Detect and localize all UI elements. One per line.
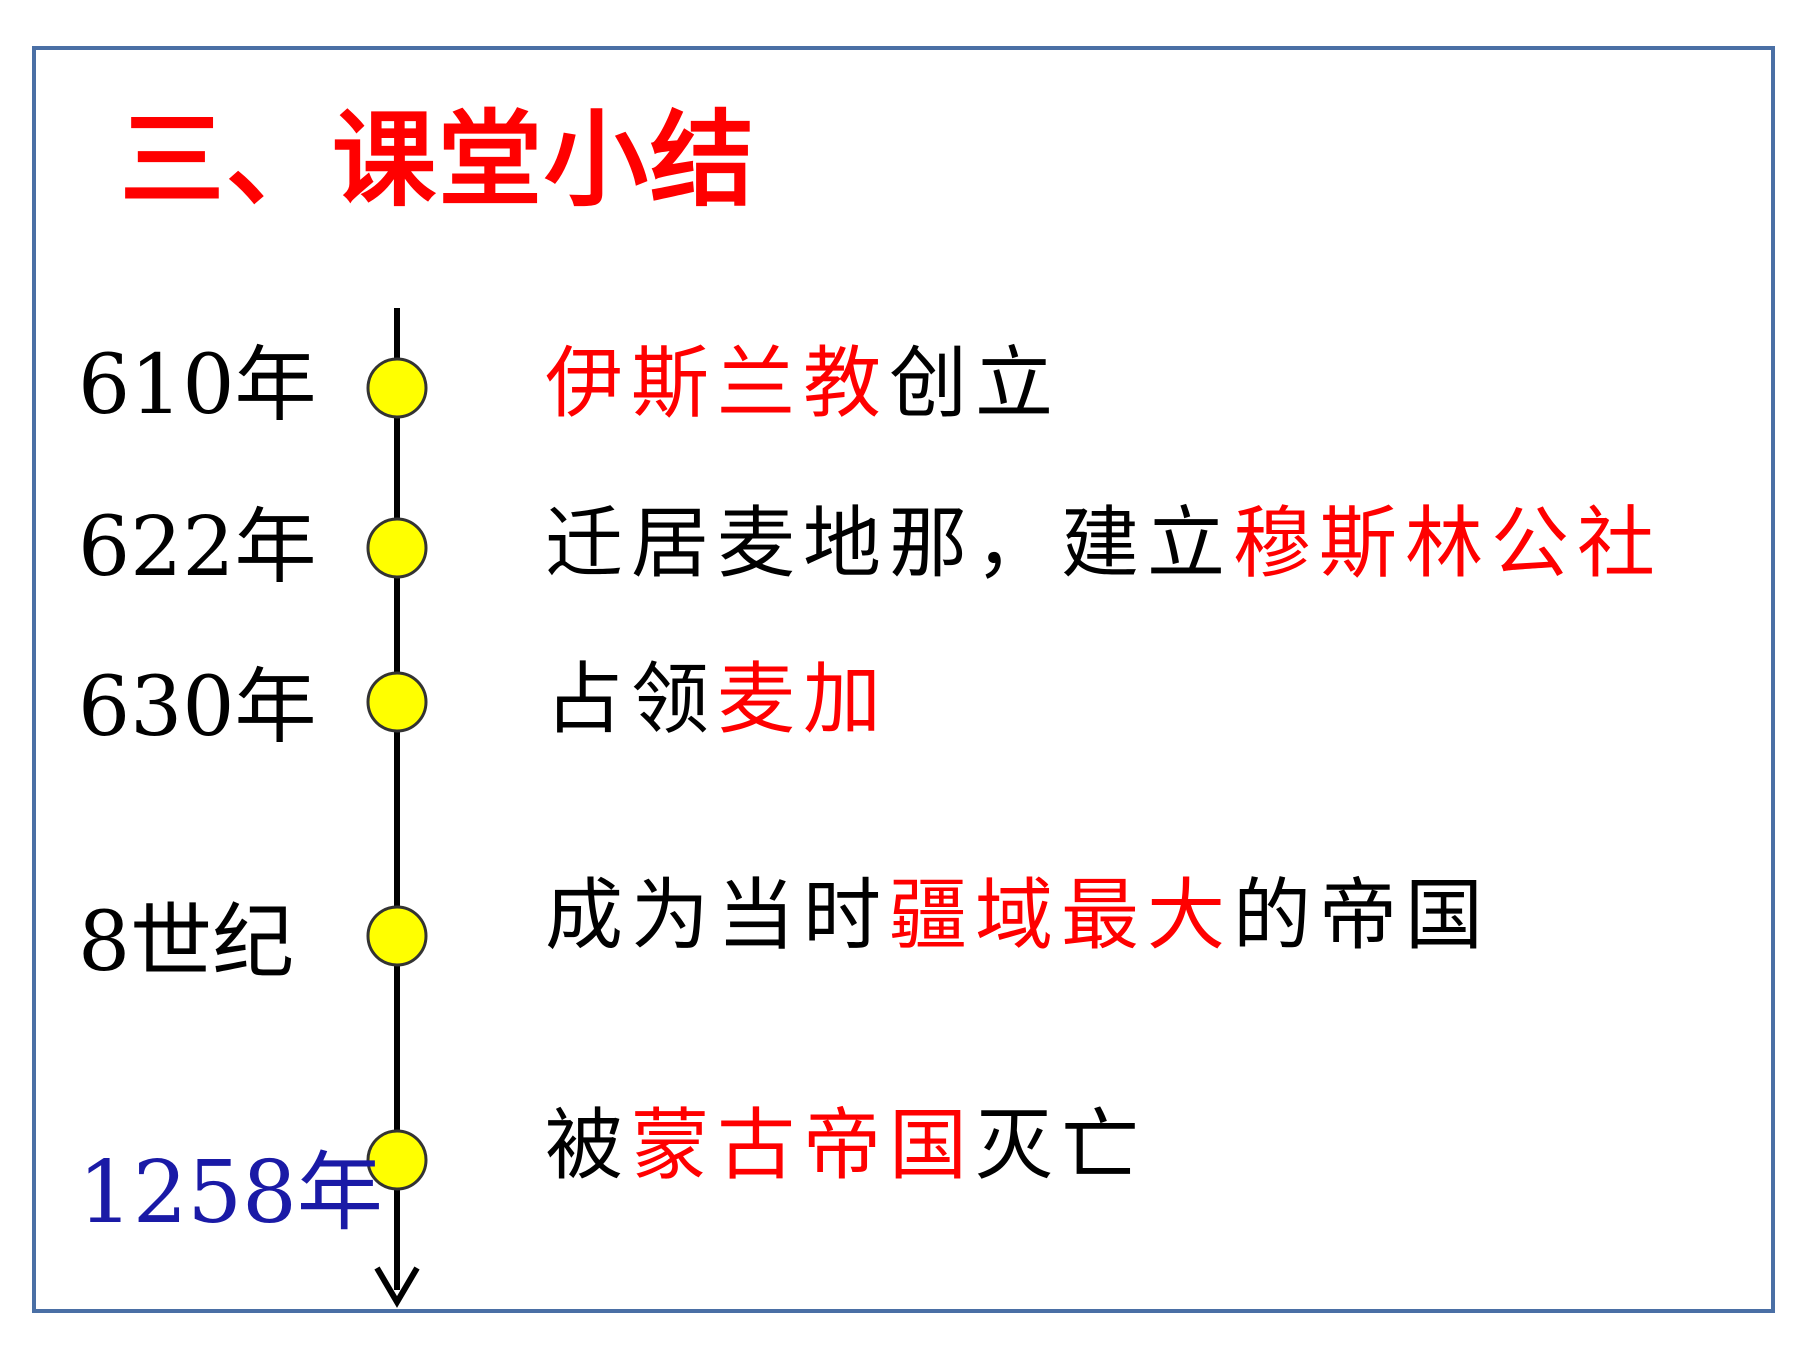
event-segment: 蒙古帝国 <box>631 1101 976 1191</box>
slide-title: 三、课堂小结 <box>120 99 757 221</box>
event-text-622: 迁居麦地那，建立穆斯林公社 <box>545 494 1663 594</box>
event-date-630: 630年 <box>78 660 317 755</box>
timeline-dot <box>366 671 428 733</box>
event-segment: 伊斯兰教 <box>545 339 890 429</box>
event-segment: 灭亡 <box>975 1101 1148 1191</box>
event-text-8th-century: 成为当时疆域最大的帝国 <box>545 866 1491 966</box>
event-segment: 占领 <box>545 655 718 745</box>
event-date-622: 622年 <box>78 500 317 595</box>
timeline-arrow-head <box>374 1266 420 1308</box>
event-segment: 成为当时 <box>545 871 890 961</box>
event-date-610: 610年 <box>78 338 317 433</box>
timeline-dot <box>366 517 428 579</box>
timeline-dot <box>366 905 428 967</box>
slide-frame <box>32 46 1775 1313</box>
event-segment: 麦加 <box>717 655 890 745</box>
event-segment: 的帝国 <box>1233 871 1492 961</box>
timeline-dot <box>366 1129 428 1191</box>
event-date-1258: 1258年 <box>78 1143 383 1243</box>
event-segment: 创立 <box>889 339 1062 429</box>
event-segment: 迁居麦地那，建立 <box>545 499 1234 589</box>
event-text-1258: 被蒙古帝国灭亡 <box>545 1096 1147 1196</box>
event-text-630: 占领麦加 <box>545 650 889 750</box>
event-text-610: 伊斯兰教创立 <box>545 334 1061 434</box>
event-segment: 被 <box>545 1101 632 1191</box>
event-segment: 穆斯林公社 <box>1233 499 1664 589</box>
timeline-dot <box>366 357 428 419</box>
event-date-8th-century: 8世纪 <box>78 895 295 990</box>
event-segment: 疆域最大 <box>889 871 1234 961</box>
